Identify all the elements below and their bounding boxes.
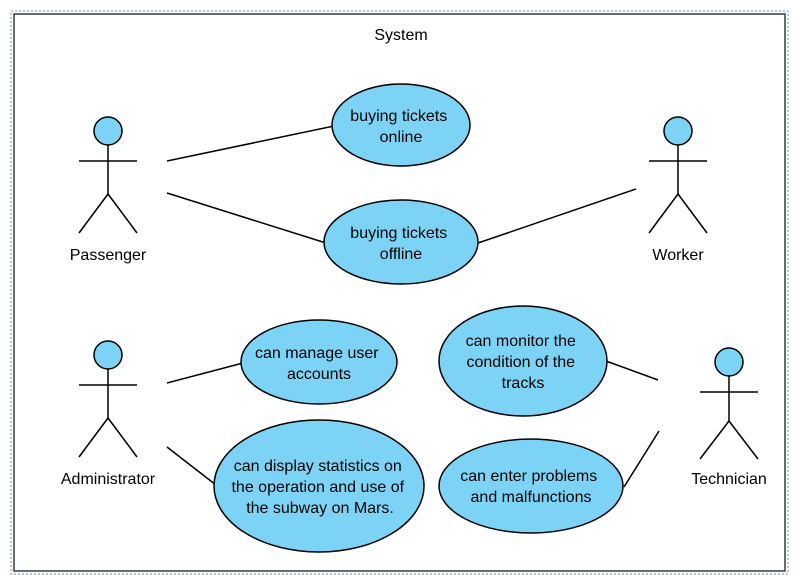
association-passenger-offline [166,192,327,244]
associations [166,125,660,488]
association-passenger-online [166,125,335,162]
use-case-ellipse [213,419,425,553]
actor-label: Passenger [70,247,147,264]
actor-technician[interactable]: Technician [691,347,767,488]
actor-leg-left [699,420,730,460]
actor-label: Worker [652,247,704,264]
use-case-line: offline [380,246,423,263]
use-case-ellipse [323,199,479,285]
use-case-line: can monitor the [466,333,576,350]
system-title: System [374,27,427,44]
use-case-line: tracks [502,375,545,392]
use-case-ellipse [438,305,608,417]
association-technician-problems [623,430,660,488]
use-case-line: can enter problems [460,468,597,485]
use-case-line: and malfunctions [471,489,592,506]
use-case-ellipse [438,438,624,534]
actor-leg-left [648,193,679,234]
use-case-line: condition of the [467,354,576,371]
actor-leg-left [78,193,109,234]
association-administrator-manage [166,362,244,384]
use-case-display-statistics[interactable]: can display statistics on the operation … [213,419,425,553]
actor-leg-left [78,417,109,458]
association-technician-monitor [605,360,659,381]
use-case-line: accounts [287,366,351,383]
use-case-line: buying tickets [350,108,447,125]
actor-label: Technician [691,471,767,488]
svg-text:can display statistics on: can display statistics on the operation … [231,458,408,517]
actor-leg-right [677,193,708,234]
actor-passenger[interactable]: Passenger [70,116,147,264]
use-case-ellipse [331,83,471,167]
actor-leg-right [107,417,138,458]
use-case-offline[interactable]: buying tickets offline [323,199,479,285]
svg-text:buying tickets offline: buying tickets offline [350,225,451,263]
actor-head [663,116,693,146]
actor-administrator[interactable]: Administrator [61,340,156,488]
actor-leg-right [728,420,759,460]
use-case-line: can display statistics on [234,458,402,475]
use-case-monitor-tracks[interactable]: can monitor the condition of the tracks [438,305,608,417]
use-case-line: the operation and use of [231,479,404,496]
use-case-line: buying tickets [350,225,447,242]
use-case-line: the subway on Mars. [246,500,394,517]
svg-text:can enter problems and m: can enter problems and malfunctions [460,468,601,506]
use-case-enter-problems[interactable]: can enter problems and malfunctions [438,438,624,534]
association-worker-offline [477,188,637,244]
svg-text:can monitor the conditio: can monitor the condition of the tracks [466,333,581,392]
use-case-ellipse [240,319,398,405]
use-case-line: can manage user [255,345,379,362]
svg-text:can manage user accounts: can manage user accounts [255,345,383,383]
use-case-line: online [380,129,423,146]
actor-worker[interactable]: Worker [648,116,708,264]
actor-leg-right [107,193,138,234]
use-case-online[interactable]: buying tickets online [331,83,471,167]
actor-head [714,347,744,377]
actor-head [93,116,123,146]
actor-label: Administrator [61,471,156,488]
actor-head [93,340,123,370]
association-administrator-stats [166,446,217,486]
use-case-manage-accounts[interactable]: can manage user accounts [240,319,398,405]
svg-text:buying tickets online: buying tickets online [350,108,451,146]
system-boundary-outer [10,10,789,575]
